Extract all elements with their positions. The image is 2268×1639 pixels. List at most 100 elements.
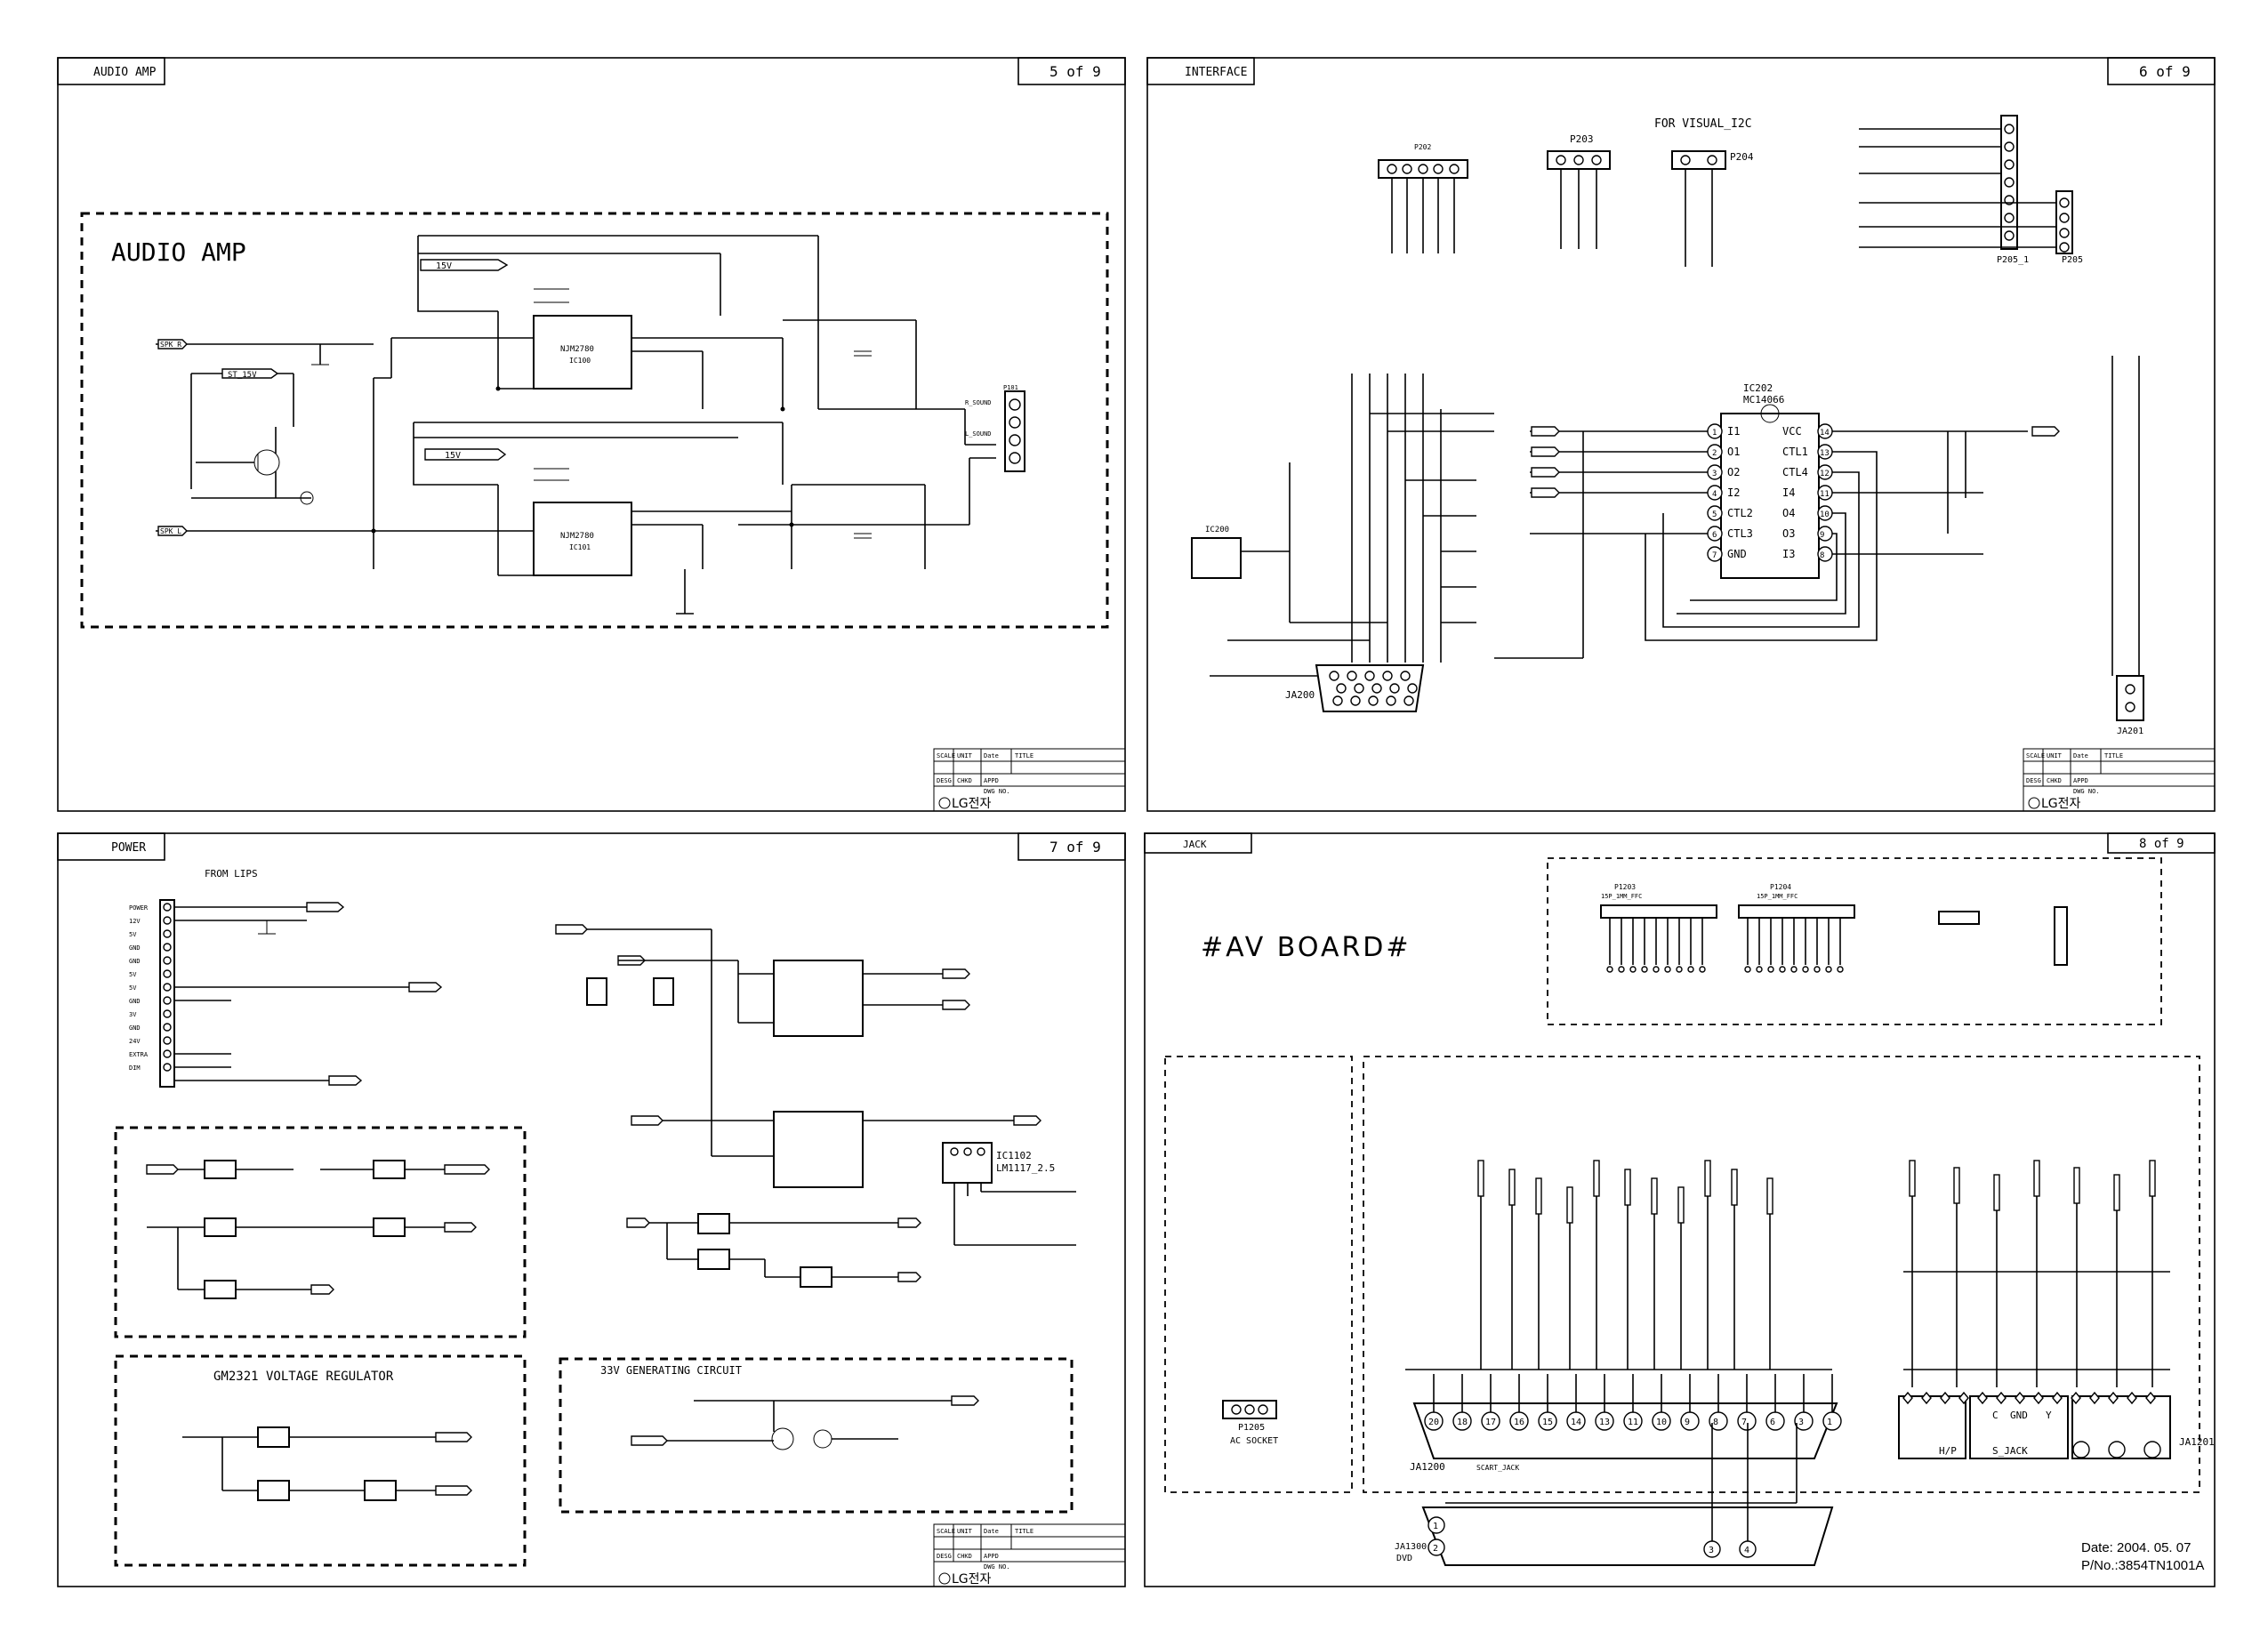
conn-pin xyxy=(163,996,172,1005)
vga-pin xyxy=(1336,683,1347,694)
vga-pin xyxy=(1403,695,1414,706)
ffc-pin xyxy=(1825,966,1832,973)
title-block-audio: SCALE UNIT Date TITLE DESG CHKD APPD DWG… xyxy=(933,748,1126,812)
pin-number: 9 xyxy=(1820,531,1824,540)
pin-number: 12 xyxy=(1820,470,1830,478)
vga-pin xyxy=(1332,695,1343,706)
regulator-title: GM2321 VOLTAGE REGULATOR xyxy=(213,1370,394,1384)
label-flag xyxy=(2033,1160,2040,1197)
conn-pin xyxy=(163,903,172,912)
label-flag xyxy=(2073,1167,2080,1204)
ffc-pin xyxy=(1767,966,1774,973)
conn-label: AC SOCKET xyxy=(1230,1436,1278,1446)
svg-text:3: 3 xyxy=(1709,1546,1714,1555)
ic-ref: IC200 xyxy=(1205,526,1229,534)
jack-pin xyxy=(2089,1391,2100,1405)
conn-label: S_JACK xyxy=(1992,1445,2028,1457)
pin-number: 3 xyxy=(1798,1418,1804,1427)
vga-pin xyxy=(1368,695,1379,706)
pin-number: 2 xyxy=(1712,449,1717,458)
conn-p204 xyxy=(1671,150,1726,170)
sheet-page: 5 of 9 xyxy=(1050,63,1101,80)
pin-number: 7 xyxy=(1741,1418,1747,1427)
pin-number: 14 xyxy=(1820,429,1830,438)
jack-circuit: P1203 15P_1MM_FFC P1204 15P_1MM_FFC P120… xyxy=(1164,857,2215,1566)
tb-desg: DESG xyxy=(937,777,952,784)
pin-number: 18 xyxy=(1457,1418,1468,1427)
pin-label: GND xyxy=(129,998,141,1005)
jack-ja201 xyxy=(2116,675,2144,721)
pin-label: 5V xyxy=(129,984,137,992)
pin-label: I3 xyxy=(1782,548,1795,560)
label-flag xyxy=(1766,1177,1773,1215)
tb-dwgno: DWG NO. xyxy=(2073,788,2100,795)
pin-label: DIM xyxy=(129,1065,141,1072)
pin-number: 6 xyxy=(1712,531,1717,540)
conn-ref: JA1201 xyxy=(2179,1436,2215,1448)
tb-date: Date xyxy=(984,1528,999,1535)
pin-number: 8 xyxy=(1820,551,1824,560)
dvd-connector-ja1300 xyxy=(1421,1506,1834,1566)
ffc-pin xyxy=(1744,966,1751,973)
conn-ref: P205_1 xyxy=(1997,255,2029,265)
tb-date: Date xyxy=(2073,752,2088,759)
svg-text:Y: Y xyxy=(2046,1410,2052,1421)
jack-date: Date: 2004. 05. 07 xyxy=(2081,1540,2191,1555)
ic-ref: IC101 xyxy=(569,543,591,551)
pin-number: 4 xyxy=(1712,490,1717,499)
vga-pin xyxy=(1389,683,1400,694)
tb-unit: UNIT xyxy=(957,752,973,759)
label-flag xyxy=(1677,1186,1685,1224)
pin-label: GND xyxy=(1727,548,1747,560)
pin-label: 5V xyxy=(129,971,137,978)
vga-pin xyxy=(1350,695,1361,706)
tb-title: TITLE xyxy=(1015,1528,1033,1535)
svg-text:GND: GND xyxy=(2010,1410,2028,1421)
tb-appd: APPD xyxy=(984,777,999,784)
tb-company: LG전자 xyxy=(952,1572,992,1587)
label-flag xyxy=(1704,1160,1711,1197)
ffc-connector xyxy=(1600,904,1717,919)
tb-company: LG전자 xyxy=(2041,797,2081,811)
conn-ref: P101 xyxy=(1003,384,1018,391)
label-flag xyxy=(1508,1169,1516,1206)
pin-number: 14 xyxy=(1571,1418,1581,1427)
tb-title: TITLE xyxy=(1015,752,1033,759)
pin-label: GND xyxy=(129,958,141,965)
ffc-pin xyxy=(1641,966,1648,973)
ic-part: NJM2780 xyxy=(560,345,594,354)
power-circuit: POWER12V5VGNDGND5V5VGND3VGND24VEXTRADIM … xyxy=(114,899,1076,1567)
sheet-title: JACK xyxy=(1183,839,1207,850)
ffc-pin xyxy=(1790,966,1798,973)
ffc-pin xyxy=(1756,966,1763,973)
tb-appd: APPD xyxy=(984,1553,999,1560)
ffc-pin xyxy=(1802,966,1809,973)
ffc-pin xyxy=(1606,966,1613,973)
conn-ref: JA1300 xyxy=(1395,1542,1427,1552)
vga-pin xyxy=(1371,683,1382,694)
pin-label: POWER xyxy=(129,904,149,912)
tb-scale: SCALE xyxy=(937,1528,955,1535)
jack-pin xyxy=(2108,1391,2119,1405)
rail-label: 15V xyxy=(445,451,461,461)
audio-block-outline xyxy=(80,212,1109,629)
jack-pin xyxy=(1977,1391,1988,1405)
ic-ref: IC100 xyxy=(569,357,591,365)
svg-text:C: C xyxy=(1992,1410,1999,1421)
jack-pin xyxy=(1996,1391,2007,1405)
pin-number: 20 xyxy=(1428,1418,1439,1427)
sheet-jack-frame xyxy=(1144,832,2216,1587)
pin-number: 1 xyxy=(1712,429,1717,438)
conn-pin xyxy=(163,956,172,965)
pin-number: 13 xyxy=(1599,1418,1610,1427)
ffc-pin xyxy=(1687,966,1694,973)
conn-part: 15P_1MM_FFC xyxy=(1601,893,1642,900)
sheet-title: AUDIO AMP xyxy=(93,66,157,79)
tb-dwgno: DWG NO. xyxy=(984,1563,1010,1571)
conn-pin xyxy=(163,969,172,978)
net-label: L_SOUND xyxy=(965,430,992,438)
vga-pin xyxy=(1400,671,1411,681)
ffc-pin xyxy=(1779,966,1786,973)
ic-ic1104 xyxy=(773,1111,864,1188)
svg-text:2: 2 xyxy=(1433,1544,1438,1554)
